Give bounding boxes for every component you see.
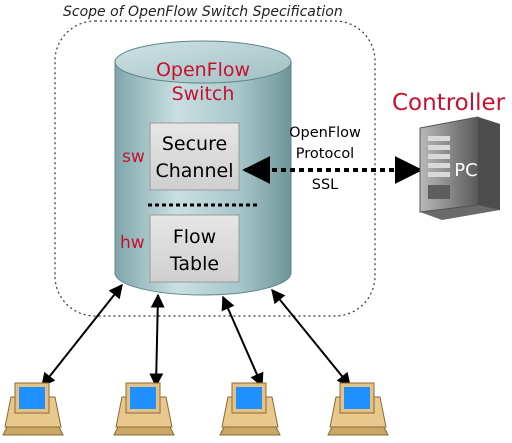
switch-title-line2: Switch xyxy=(172,83,235,105)
host-computer-3 xyxy=(219,382,281,436)
host-link-1 xyxy=(41,283,123,388)
desktop-computer-icon xyxy=(219,382,281,436)
flow-table-line2: Table xyxy=(169,253,219,275)
desktop-computer-icon xyxy=(327,382,389,436)
secure-channel-line1: Secure xyxy=(162,133,227,155)
sw-label: sw xyxy=(122,147,145,167)
switch-title-line1: OpenFlow xyxy=(156,59,250,81)
secure-channel-line2: Channel xyxy=(155,160,233,182)
host-computer-4 xyxy=(327,382,389,436)
secure-channel-box xyxy=(149,122,240,191)
controller-server-icon xyxy=(419,116,500,220)
host-link-3 xyxy=(221,295,264,388)
host-computer-1 xyxy=(2,382,64,436)
flow-table-box xyxy=(149,214,240,283)
scope-title: Scope of OpenFlow Switch Specification xyxy=(63,4,343,20)
desktop-computer-icon xyxy=(113,382,175,436)
protocol-label-line3: SSL xyxy=(312,177,339,193)
host-link-4 xyxy=(271,288,351,388)
controller-label: Controller xyxy=(392,90,506,116)
protocol-label-line2: Protocol xyxy=(296,146,354,162)
flow-table-line1: Flow xyxy=(173,226,216,248)
protocol-label-line1: OpenFlow xyxy=(289,125,361,141)
pc-label: PC xyxy=(454,160,477,181)
desktop-computer-icon xyxy=(2,382,64,436)
host-link-2 xyxy=(149,293,165,388)
hw-label: hw xyxy=(120,233,145,253)
host-computer-2 xyxy=(113,382,175,436)
